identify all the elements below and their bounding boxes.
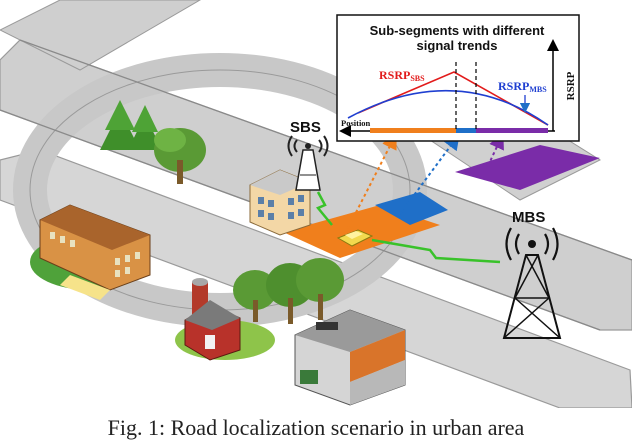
trees-cluster-top [100, 100, 206, 184]
rsrp-sbs-label: RSRPSBS [379, 68, 425, 83]
trees-cluster-middle [233, 258, 344, 324]
inset-blue-subsegment [456, 128, 476, 133]
sbs-signal-link [315, 191, 333, 226]
figure-caption: Fig. 1: Road localization scenario in ur… [107, 415, 525, 440]
purple-segment-arrow [487, 132, 504, 167]
inset-x-axis-label: Position [341, 118, 371, 128]
mbs-label: MBS [512, 209, 545, 226]
blue-road-segment [375, 192, 448, 225]
sbs-tower-icon [287, 135, 329, 191]
rsrp-mbs-label: RSRPMBS [498, 79, 547, 94]
inset-y-axis-label: RSRP [565, 71, 577, 100]
purple-road-segment [455, 145, 600, 190]
inset-orange-subsegment [370, 128, 456, 133]
sbs-label: SBS [290, 119, 321, 136]
store-building [294, 309, 406, 406]
inset-purple-subsegment [476, 128, 548, 133]
farm-barn [175, 278, 275, 361]
sbs-building [249, 169, 311, 236]
mbs-signal-link [371, 238, 501, 264]
inset-title-line1: Sub-segments with different [370, 23, 545, 38]
car-icon [336, 229, 374, 247]
inset-title-line2: signal trends [417, 38, 498, 53]
signal-trend-inset: Sub-segments with different signal trend… [336, 14, 580, 142]
urban-scenario-diagram: SBS [0, 0, 632, 408]
school-building [30, 204, 151, 300]
mbs-tower-icon [502, 227, 562, 339]
